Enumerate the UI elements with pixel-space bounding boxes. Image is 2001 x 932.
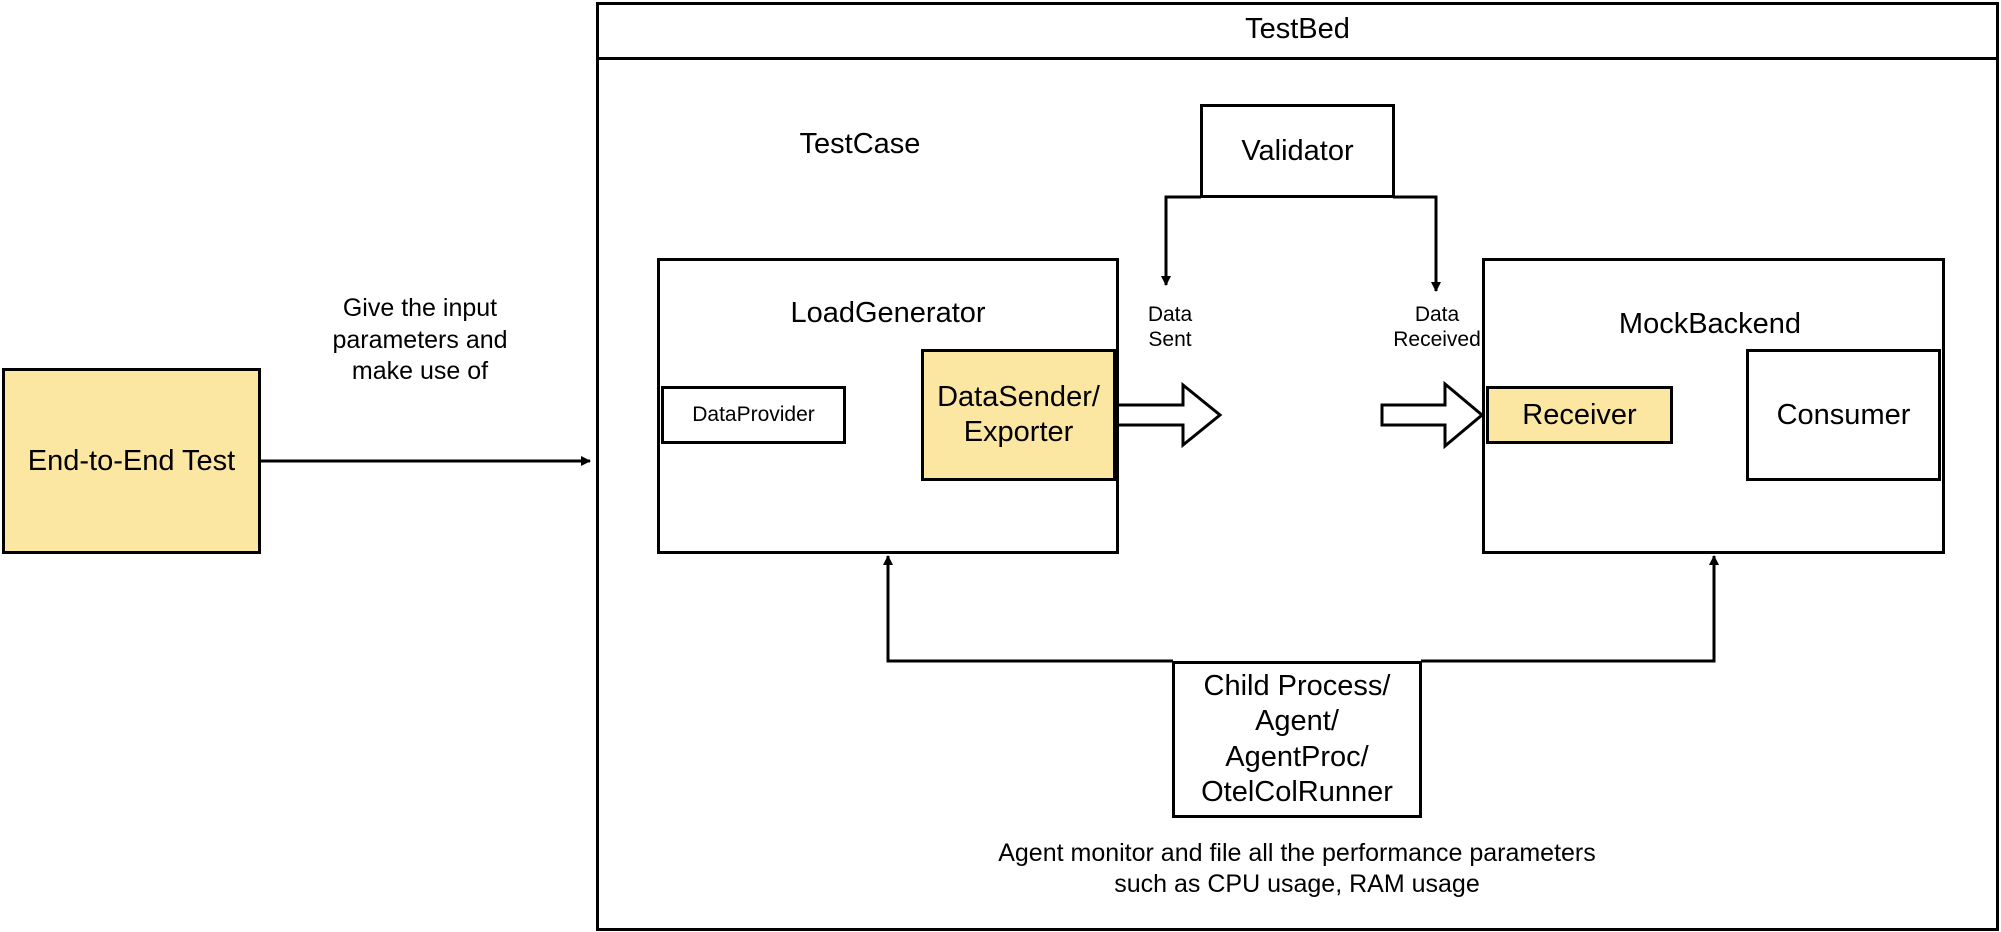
child-process-line3: AgentProc/ [1225,740,1369,773]
mockbackend-label: MockBackend [1618,308,1802,340]
data-received-block-arrow [1380,380,1485,450]
data-received-line2: Received [1393,328,1481,352]
agent-note: Agent monitor and file all the performan… [940,838,1654,900]
data-received-line1: Data [1414,303,1460,326]
agent-note-line2: such as CPU usage, RAM usage [1114,870,1480,898]
input-note-line3: make use of [351,357,489,385]
agent-to-loadgenerator-arrow [883,555,1173,663]
input-note-line2: parameters and [332,325,508,354]
validator-box: Validator [1200,104,1395,198]
data-sent-line1: Data [1147,303,1193,326]
child-process-line2: Agent/ [1255,705,1339,738]
testcase-label: TestCase [799,128,921,160]
validator-label: Validator [1241,134,1354,167]
data-sent-label: Data Sent [1130,302,1210,352]
end-to-end-test-label: End-to-End Test [27,444,236,477]
input-note-line1: Give the input [342,294,498,322]
datasender-box: DataSender/ Exporter [921,349,1116,481]
data-received-label: Data Received [1382,302,1492,352]
testbed-container [596,2,1999,931]
dataprovider-label: DataProvider [692,403,815,426]
validator-to-received-arrow [1393,195,1441,292]
data-sent-line2: Sent [1148,328,1192,352]
receiver-box: Receiver [1486,386,1673,444]
receiver-label: Receiver [1522,398,1637,431]
data-sent-block-arrow [1114,381,1223,449]
validator-to-sent-arrow [1161,195,1201,286]
testbed-title: TestBed [1245,13,1350,45]
end-to-end-test-box: End-to-End Test [2,368,261,554]
consumer-box: Consumer [1746,349,1941,481]
child-process-line1: Child Process/ [1203,670,1391,703]
agent-to-mockbackend-arrow [1421,555,1719,663]
consumer-label: Consumer [1776,398,1911,431]
child-process-line4: OtelColRunner [1201,775,1393,808]
testbed-title-bar [596,2,1999,60]
datasender-label-line1: DataSender/ [937,381,1100,414]
agent-note-line1: Agent monitor and file all the performan… [998,839,1596,867]
datasender-label-line2: Exporter [963,416,1074,448]
child-process-box: Child Process/ Agent/ AgentProc/ OtelCol… [1172,661,1422,818]
loadgenerator-label: LoadGenerator [790,297,986,329]
dataprovider-box: DataProvider [661,386,846,444]
input-note: Give the input parameters and make use o… [300,293,540,388]
